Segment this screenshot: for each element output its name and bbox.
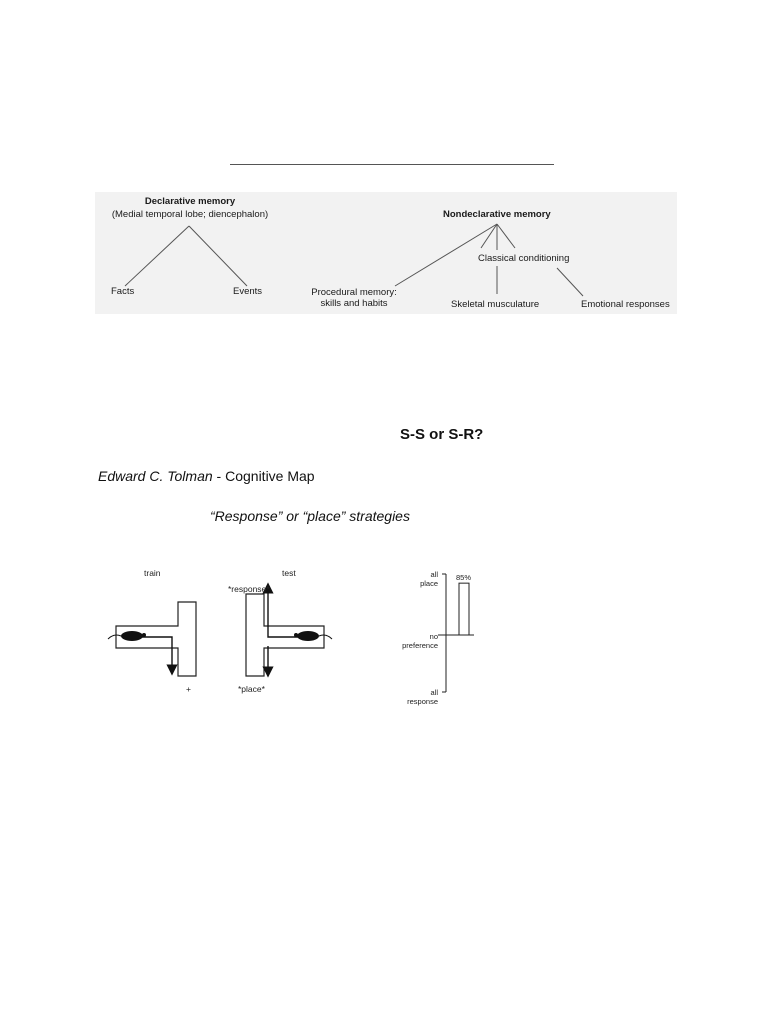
no-preference-label: no preference <box>390 632 438 650</box>
all-place-label: all place <box>390 570 438 588</box>
tolman-rest: - Cognitive Map <box>212 468 315 484</box>
train-maze <box>115 601 197 677</box>
test-rat-icon <box>294 631 333 641</box>
test-label: test <box>282 568 296 578</box>
divider-line <box>230 164 554 165</box>
test-maze <box>245 593 325 677</box>
tree-connectors <box>124 223 584 297</box>
connector-nondeclarative-classical-right <box>496 223 516 249</box>
strategies-text: “Response” or “place” strategies <box>210 508 410 524</box>
preference-chart-svg: 85% <box>438 573 474 693</box>
events-label: Events <box>233 286 263 297</box>
connector-nondeclarative-classical-left <box>480 223 498 249</box>
all-response-line2: response <box>407 697 438 706</box>
train-label: train <box>144 568 161 578</box>
connector-declarative-facts <box>124 225 190 287</box>
tolman-line: Edward C. Tolman - Cognitive Map <box>98 468 315 484</box>
skeletal-musculature-label: Skeletal musculature <box>451 299 540 310</box>
no-preference-line1: no <box>429 632 438 641</box>
nondeclarative-memory-title: Nondeclarative memory <box>443 209 551 220</box>
maze-drawing <box>107 582 333 678</box>
declarative-memory-subtitle: (Medial temporal lobe; diencephalon) <box>111 209 269 220</box>
all-place-line1: all <box>430 570 438 579</box>
response-arrow <box>262 582 316 638</box>
facts-label: Facts <box>111 286 135 297</box>
preference-chart: 85% all place no preference all response <box>390 560 500 710</box>
all-response-label: all response <box>390 688 438 706</box>
all-place-line2: place <box>420 579 438 588</box>
procedural-line1: Procedural memory: <box>311 287 397 298</box>
memory-taxonomy-diagram: Declarative memory (Medial temporal lobe… <box>95 192 677 314</box>
train-arrow <box>130 636 178 676</box>
no-preference-line2: preference <box>402 641 438 650</box>
connector-nondeclarative-procedural <box>394 223 498 287</box>
connector-classical-emotional <box>556 267 584 297</box>
tolman-name: Edward C. Tolman <box>98 468 213 484</box>
train-rat-icon <box>107 631 146 641</box>
bar-place-preference <box>458 582 470 636</box>
declarative-memory-title: Declarative memory <box>144 196 236 207</box>
emotional-responses-label: Emotional responses <box>581 299 670 310</box>
classical-conditioning-label: Classical conditioning <box>478 253 570 264</box>
response-label: *response* <box>228 584 270 594</box>
all-response-line1: all <box>430 688 438 697</box>
bar-value-label: 85% <box>456 573 471 582</box>
place-label: *place* <box>238 684 265 694</box>
procedural-line2: skills and habits <box>320 298 388 309</box>
connector-declarative-events <box>188 225 248 287</box>
plus-label: + <box>186 684 191 694</box>
section-heading: S-S or S-R? <box>400 426 484 443</box>
maze-figure: train test *response* *place* + <box>100 560 340 710</box>
procedural-memory-label: Procedural memory: skills and habits <box>307 287 401 309</box>
